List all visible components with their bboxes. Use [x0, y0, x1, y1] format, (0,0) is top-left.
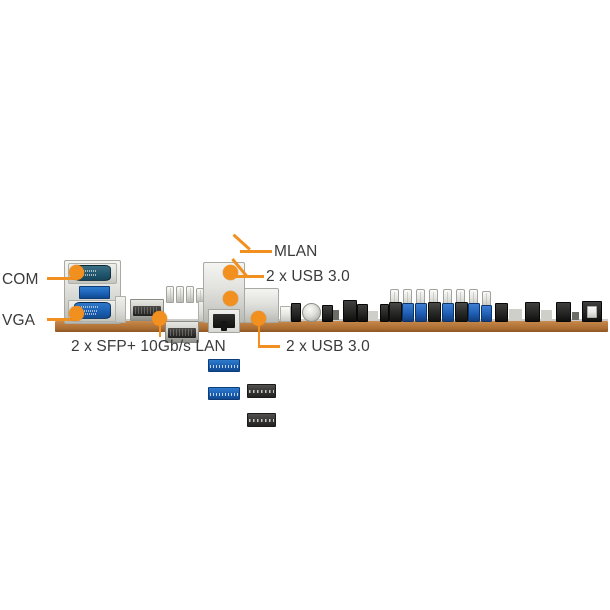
- callout-dot-sfp[interactable]: [152, 311, 167, 326]
- onboard-smd-3: [509, 309, 522, 320]
- callout-leader-vga: [47, 318, 77, 321]
- capacitor-blue-4: [468, 303, 480, 322]
- capacitor-blue-1: [402, 303, 414, 322]
- onboard-smd-2: [368, 311, 378, 320]
- capacitor-black-3: [455, 302, 468, 322]
- onboard-smd-5: [572, 312, 579, 320]
- callout-dot-usb3-top[interactable]: [223, 291, 238, 306]
- callout-leader-mlan-diag: [232, 233, 251, 251]
- capacitor-silver-sfp-2: [176, 286, 184, 303]
- onboard-header-black-5: [380, 304, 389, 322]
- capacitor-blue-5: [481, 305, 492, 322]
- callout-dot-usb3-bottom[interactable]: [251, 311, 266, 326]
- usb3-port-bottom-1: [247, 384, 276, 398]
- capacitor-silver-sfp-1: [166, 286, 174, 303]
- usb3-port-top-1: [208, 359, 240, 372]
- callout-leader-usb3-bottom-v: [257, 320, 260, 347]
- mlan-rj45-opening: [212, 313, 236, 328]
- onboard-header-black-2: [322, 305, 333, 322]
- sfp-plus-port-1-opening: [132, 305, 162, 316]
- capacitor-blue-3: [442, 303, 454, 322]
- usb3-port-top-2: [208, 387, 240, 400]
- onboard-round-capacitor: [302, 303, 321, 322]
- callout-dot-com[interactable]: [69, 265, 84, 280]
- capacitor-black-2: [428, 302, 441, 322]
- capacitor-blue-2: [415, 303, 427, 322]
- onboard-smd-1: [333, 310, 339, 320]
- callout-leader-mlan-h: [240, 250, 272, 253]
- onboard-connector-right-2: [525, 302, 540, 322]
- callout-leader-usb3-bottom-h: [257, 345, 280, 348]
- callout-leader-com: [47, 277, 77, 280]
- capacitor-black-1: [389, 302, 402, 322]
- pcb-board-edge: [55, 321, 608, 332]
- onboard-header-black-3: [343, 300, 357, 322]
- callout-dot-mlan[interactable]: [223, 265, 238, 280]
- onboard-header-black-4: [357, 304, 368, 322]
- callout-dot-vga[interactable]: [69, 306, 84, 321]
- io-blue-filler-bar: [79, 286, 110, 299]
- callout-label-com: COM: [2, 271, 39, 288]
- onboard-connector-right-1: [495, 303, 508, 322]
- mlan-rj45-port: [208, 309, 240, 333]
- callout-label-usb3-top: 2 x USB 3.0: [266, 268, 350, 285]
- callout-leader-usb3-top-h: [236, 275, 264, 278]
- callout-label-vga: VGA: [2, 312, 36, 329]
- capacitor-silver-sfp-3: [186, 286, 194, 303]
- onboard-smd-4: [541, 310, 552, 320]
- io-shield-right-tab: [115, 296, 126, 323]
- onboard-header-black-1: [291, 303, 301, 322]
- callout-label-usb3-bottom: 2 x USB 3.0: [286, 338, 370, 355]
- onboard-connector-right-4-key: [587, 306, 597, 318]
- mlan-rj45-latch: [220, 321, 228, 332]
- callout-label-sfp: 2 x SFP+ 10Gb/s LAN: [71, 338, 226, 355]
- sfp-plus-port-2: [165, 321, 199, 343]
- sfp-plus-port-2-opening: [167, 327, 197, 338]
- usb3-port-bottom-2: [247, 413, 276, 427]
- callout-leader-sfp-v: [158, 320, 161, 337]
- callout-label-mlan: MLAN: [274, 243, 318, 260]
- onboard-header-white-1: [280, 306, 291, 322]
- onboard-connector-right-3: [556, 302, 571, 322]
